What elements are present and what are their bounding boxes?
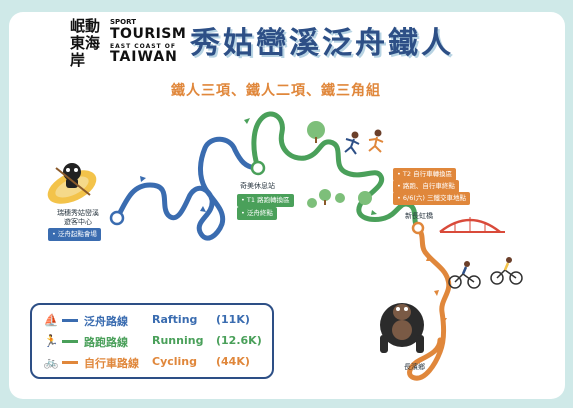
logo-tourism: TOURISM xyxy=(110,26,187,42)
runner-icon xyxy=(344,129,384,155)
cycling-route xyxy=(407,225,452,381)
cycling-start-marker xyxy=(411,221,425,235)
legend-cycling-en: Cycling xyxy=(152,355,198,368)
runner-icon: 🏃 xyxy=(43,334,59,348)
legend-rafting-swatch xyxy=(62,319,78,322)
rafting-arrow-icon xyxy=(200,206,206,212)
logo-taiwan: TAIWAN xyxy=(110,49,178,65)
legend-running-zh: 路跑路線 xyxy=(84,336,128,349)
bridge-label: 新長虹橋 xyxy=(405,212,433,220)
legend-running-km: (12.6K) xyxy=(216,334,262,347)
running-start-marker xyxy=(250,160,266,176)
t2-tag-1: • T2 自行車轉換區 xyxy=(393,168,457,181)
rafting-arrow-icon xyxy=(140,176,146,182)
page-subtitle: 鐵人三項、鐵人二項、鐵三角組 xyxy=(171,83,381,99)
running-route xyxy=(251,111,421,231)
tree-icon xyxy=(307,121,372,208)
cycling-arrow-icon xyxy=(441,318,447,323)
qimei-tag-1: • T1 路跑轉換區 xyxy=(237,194,294,207)
legend-running-swatch xyxy=(62,340,78,343)
legend-cycling-swatch xyxy=(62,361,78,364)
legend-running-en: Running xyxy=(152,334,204,347)
legend-cycling-zh: 自行車路線 xyxy=(84,357,139,370)
logo-east-coast: EAST COAST OF xyxy=(110,43,176,50)
page-title: 秀姑巒溪泛舟鐵人 xyxy=(190,26,454,61)
logo-chinese: 岷動東海岸 xyxy=(70,17,101,69)
rafting-route xyxy=(114,136,261,241)
legend-rafting-zh: 泛舟路線 xyxy=(84,315,128,328)
gorilla-mascot xyxy=(380,303,424,353)
running-arrow-icon xyxy=(371,210,377,215)
cycling-arrow-icon xyxy=(434,290,439,296)
qimei-tag-2: • 泛舟終點 xyxy=(237,207,277,220)
legend-cycling-km: (44K) xyxy=(216,355,250,368)
route-legend: ⛵ 泛舟路線 Rafting (11K) 🏃 路跑路線 Running (12.… xyxy=(30,303,274,379)
start-center-label: 瑞穗秀姑巒溪遊客中心 xyxy=(57,209,99,226)
legend-cycling: 🚲 自行車路線 Cycling (44K) xyxy=(32,352,270,372)
bicycle-icon: 🚲 xyxy=(43,355,59,369)
t2-tag-3: • 6/6(六) 三鐵交車地點 xyxy=(393,192,470,205)
legend-rafting-km: (11K) xyxy=(216,313,250,326)
bear-raft-mascot xyxy=(47,163,97,204)
sport-tourism-logo: 岷動東海岸 SPORT TOURISM EAST COAST OF TAIWAN xyxy=(70,16,186,69)
qimei-label: 奇美休息站 xyxy=(240,182,275,190)
t2-tag-2: • 路跑、自行車終點 xyxy=(393,180,459,193)
start-tag: • 泛舟起點會場 xyxy=(48,228,101,241)
logo-sport: SPORT xyxy=(110,18,136,26)
legend-rafting: ⛵ 泛舟路線 Rafting (11K) xyxy=(32,310,270,330)
changbin-label: 長濱鄉 xyxy=(404,363,425,371)
cycling-arrow-icon xyxy=(426,256,432,261)
legend-running: 🏃 路跑路線 Running (12.6K) xyxy=(32,331,270,351)
legend-rafting-en: Rafting xyxy=(152,313,198,326)
boat-icon: ⛵ xyxy=(43,313,59,327)
rafting-start-marker xyxy=(109,210,125,226)
running-arrow-icon xyxy=(244,118,250,124)
cyclist-icon xyxy=(448,257,523,289)
bridge-icon xyxy=(439,217,505,233)
